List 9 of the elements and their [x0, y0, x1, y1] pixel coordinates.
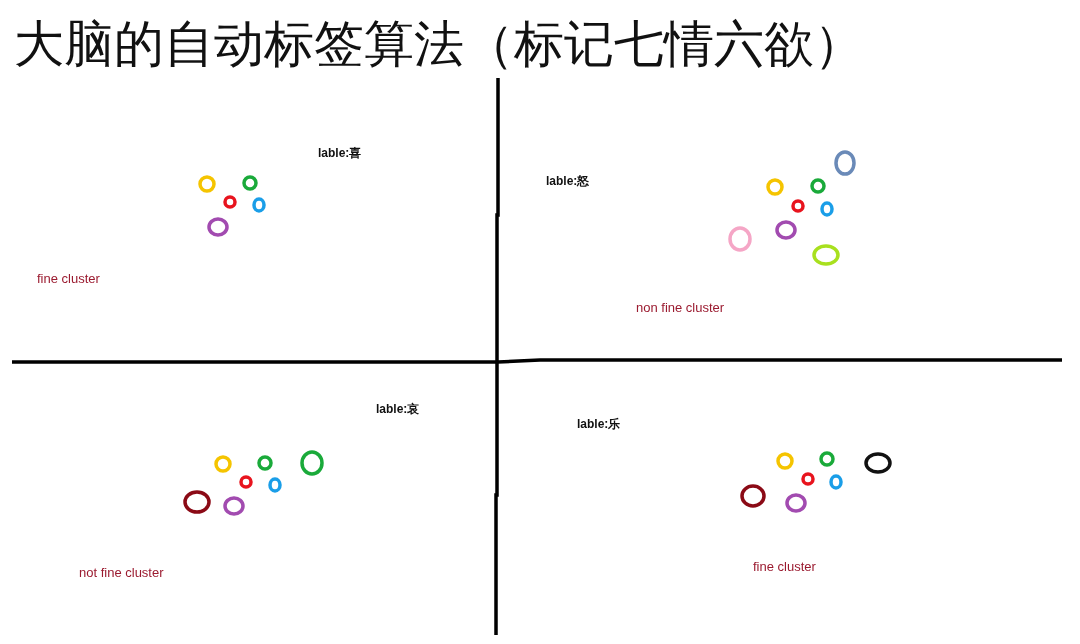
cluster-note: fine cluster	[753, 559, 816, 574]
cluster-note: non fine cluster	[636, 300, 725, 315]
cluster-note: fine cluster	[37, 271, 100, 286]
title: 大脑的自动标签算法（标记七情六欲）	[14, 15, 864, 74]
emotion-label: lable:哀	[376, 401, 420, 418]
cluster-note: not fine cluster	[79, 565, 164, 580]
emotion-label: lable:怒	[546, 173, 590, 190]
emotion-label: lable:喜	[318, 145, 362, 162]
emotion-label: lable:乐	[577, 416, 621, 433]
